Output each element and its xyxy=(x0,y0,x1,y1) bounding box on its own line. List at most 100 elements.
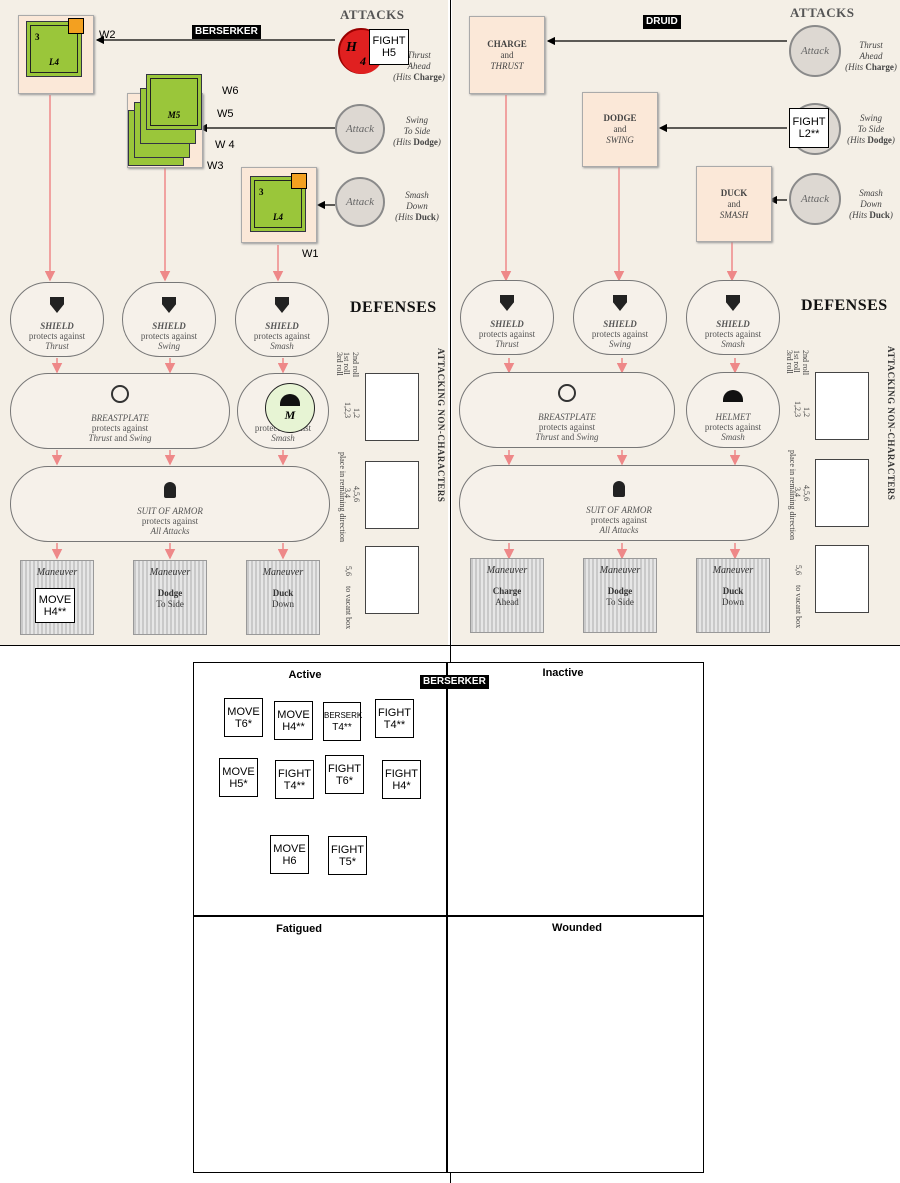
shield-thrust: SHIELD protects against Thrust xyxy=(10,282,104,357)
chit-panel-divider-v xyxy=(446,662,448,1173)
attack-desc-swing: Swing To Side (Hits Dodge) xyxy=(393,115,441,147)
druid-shield-thrust: SHIELD protects against Thrust xyxy=(460,280,554,355)
label-w5: W5 xyxy=(217,108,234,120)
roll-labels: 2nd roll xyxy=(351,352,360,378)
counter-number: 3 xyxy=(259,187,264,197)
armor-icon xyxy=(164,482,176,498)
counter-level: L4 xyxy=(49,57,59,67)
shield-icon xyxy=(726,295,740,311)
roll-values: 3,4 xyxy=(343,488,352,498)
druid-attack-smash[interactable]: Attack xyxy=(789,173,841,225)
move-chit-h4[interactable]: MOVE H4** xyxy=(35,588,75,623)
helmet-icon xyxy=(723,390,743,402)
roll-labels: 1st roll xyxy=(342,352,351,375)
non-character-box-1[interactable] xyxy=(365,373,419,441)
orange-icon xyxy=(68,18,84,34)
non-character-box-2[interactable] xyxy=(365,461,419,529)
druid-roll-values: 3,4 xyxy=(793,487,802,497)
weapon-counter-w1[interactable]: L4 3 xyxy=(250,173,307,232)
board-divider-vertical xyxy=(450,0,451,1183)
shield-icon xyxy=(613,295,627,311)
druid-fight-chit[interactable]: FIGHT L2** xyxy=(789,108,829,148)
shield-swing: SHIELD protects against Swing xyxy=(122,282,216,357)
druid-roll-values: 1,2,3 xyxy=(793,401,802,417)
attack-circle-swing[interactable]: Attack xyxy=(335,104,385,154)
counter-inner: M5 xyxy=(150,78,198,126)
druid-defenses-title: DEFENSES xyxy=(801,297,888,314)
counter-inner: L4 xyxy=(254,180,302,228)
druid-arrows xyxy=(500,36,787,560)
breastplate-icon xyxy=(111,385,129,403)
helmet-icon xyxy=(280,394,300,406)
roll-values: 1,2,3 xyxy=(343,402,352,418)
druid-non-character-box-2[interactable] xyxy=(815,459,869,527)
suit-of-armor: SUIT OF ARMOR protects against All Attac… xyxy=(10,466,330,542)
active-label: Active xyxy=(288,669,322,681)
helmet-counter[interactable]: M xyxy=(265,383,315,433)
attack-desc-smash: Smash Down (Hits Duck) xyxy=(395,190,439,222)
counter-level: M5 xyxy=(167,110,181,120)
roll-values: 5,6 xyxy=(344,566,353,576)
red-counter-h: H xyxy=(346,40,357,55)
charge-thrust-box[interactable]: CHARGE and THRUST xyxy=(469,16,545,94)
maneuver-duck: Maneuver Duck Down xyxy=(246,560,320,635)
attack-label: Attack xyxy=(345,123,375,135)
label-w2: W2 xyxy=(99,29,116,41)
dodge-swing-box[interactable]: DODGE and SWING xyxy=(582,92,658,167)
weapon-counter-w2[interactable]: L4 3 xyxy=(26,18,84,77)
druid-helmet: HELMET protects against Smash xyxy=(686,372,780,448)
maneuver-dodge: Maneuver Dodge To Side xyxy=(133,560,207,635)
side-title: ATTACKING NON-CHARACTERS xyxy=(436,348,446,503)
druid-non-character-box-3[interactable] xyxy=(815,545,869,613)
shield-icon xyxy=(275,297,289,313)
druid-attack-thrust[interactable]: Attack xyxy=(789,25,841,77)
druid-roll-dir: place in remaining direction xyxy=(788,450,797,540)
attack-circle-smash[interactable]: Attack xyxy=(335,177,385,227)
counter-inner: L4 xyxy=(30,25,78,73)
druid-non-character-box-1[interactable] xyxy=(815,372,869,440)
shield-icon xyxy=(162,297,176,313)
shield-smash: SHIELD protects against Smash xyxy=(235,282,329,357)
druid-shield-swing: SHIELD protects against Swing xyxy=(573,280,667,355)
shield-icon xyxy=(50,297,64,313)
druid-roll-labels: 2nd roll xyxy=(801,350,810,376)
label-w6: W6 xyxy=(222,85,239,97)
druid-roll-values: 1,2 xyxy=(802,407,811,417)
druid-attack-desc-thrust: Thrust Ahead (Hits Charge) xyxy=(845,40,897,72)
label-w3: W3 xyxy=(207,160,224,172)
druid-maneuver-dodge: Maneuver Dodge To Side xyxy=(583,558,657,633)
roll-values: 4,5,6 xyxy=(352,486,361,502)
druid-roll-labels: 3rd roll xyxy=(785,350,794,374)
druid-tag: DRUID xyxy=(643,15,681,29)
attack-label: Attack xyxy=(345,196,375,208)
duck-smash-box[interactable]: DUCK and SMASH xyxy=(696,166,772,242)
roll-dir: to vacant box xyxy=(344,586,353,630)
weapon-counter-w6[interactable]: M5 xyxy=(146,74,202,130)
non-character-box-3[interactable] xyxy=(365,546,419,614)
label-w1: W1 xyxy=(302,248,319,260)
chit-panel-divider-h xyxy=(193,915,704,917)
druid-maneuver-charge: Maneuver Charge Ahead xyxy=(470,558,544,633)
druid-suit-of-armor: SUIT OF ARMOR protects against All Attac… xyxy=(459,465,779,541)
attacks-title: ATTACKS xyxy=(340,7,405,22)
inactive-label: Inactive xyxy=(542,667,584,679)
druid-side-title: ATTACKING NON-CHARACTERS xyxy=(886,346,896,501)
fight-chit-h5[interactable]: FIGHT H5 xyxy=(369,29,409,65)
counter-number: 3 xyxy=(35,32,40,42)
druid-maneuver-duck: Maneuver Duck Down xyxy=(696,558,770,633)
breastplate: BREASTPLATE protects against Thrust and … xyxy=(10,373,230,449)
label-w4: W 4 xyxy=(215,139,235,151)
attack-desc-thrust: Thrust Ahead (Hits Charge) xyxy=(393,50,445,82)
druid-breastplate: BREASTPLATE protects against Thrust and … xyxy=(459,372,675,448)
